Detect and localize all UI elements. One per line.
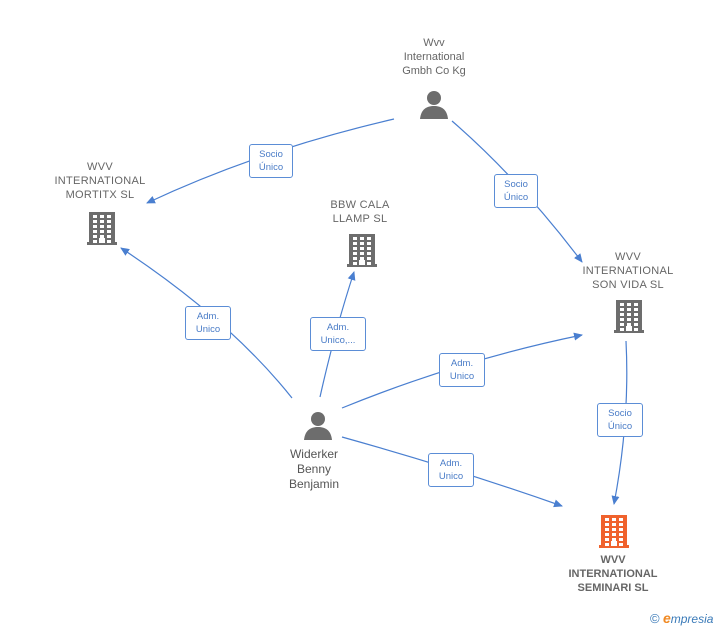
edge-label-widerker-sonvida: Adm. Unico (439, 353, 485, 387)
mortitx-label[interactable]: WVV INTERNATIONAL MORTITX SL (54, 161, 146, 201)
edge-label-sonvida-seminari: Socio Único (597, 403, 643, 437)
edge-label-gmbh-sonvida: Socio Único (494, 174, 538, 208)
seminari-building-icon[interactable] (598, 513, 630, 549)
edge-label-widerker-seminari: Adm. Unico (428, 453, 474, 487)
bbw-label[interactable]: BBW CALA LLAMP SL (330, 199, 390, 225)
widerker-label[interactable]: Widerker Benny Benjamin (288, 447, 340, 491)
son-vida-building-icon[interactable] (613, 298, 645, 334)
wvv-gmbh-label[interactable]: Wvv International Gmbh Co Kg (402, 37, 466, 77)
son-vida-label[interactable]: WVV INTERNATIONAL SON VIDA SL (582, 251, 674, 291)
edge-label-widerker-mortitx: Adm. Unico (185, 306, 231, 340)
wvv-gmbh-person-icon[interactable] (419, 90, 449, 120)
edge-label-widerker-bbw: Adm. Unico,... (310, 317, 366, 351)
empresia-brand[interactable]: © empresia (650, 610, 713, 626)
copyright-symbol: © (650, 611, 660, 626)
seminari-label[interactable]: WVV INTERNATIONAL SEMINARI SL (568, 554, 658, 594)
brand-e-logo: e (662, 610, 671, 626)
widerker-person-icon[interactable] (303, 411, 333, 441)
edge-label-gmbh-mortitx: Socio Único (249, 144, 293, 178)
brand-name: mpresia (670, 612, 714, 626)
bbw-building-icon[interactable] (346, 232, 378, 268)
mortitx-building-icon[interactable] (86, 210, 118, 246)
